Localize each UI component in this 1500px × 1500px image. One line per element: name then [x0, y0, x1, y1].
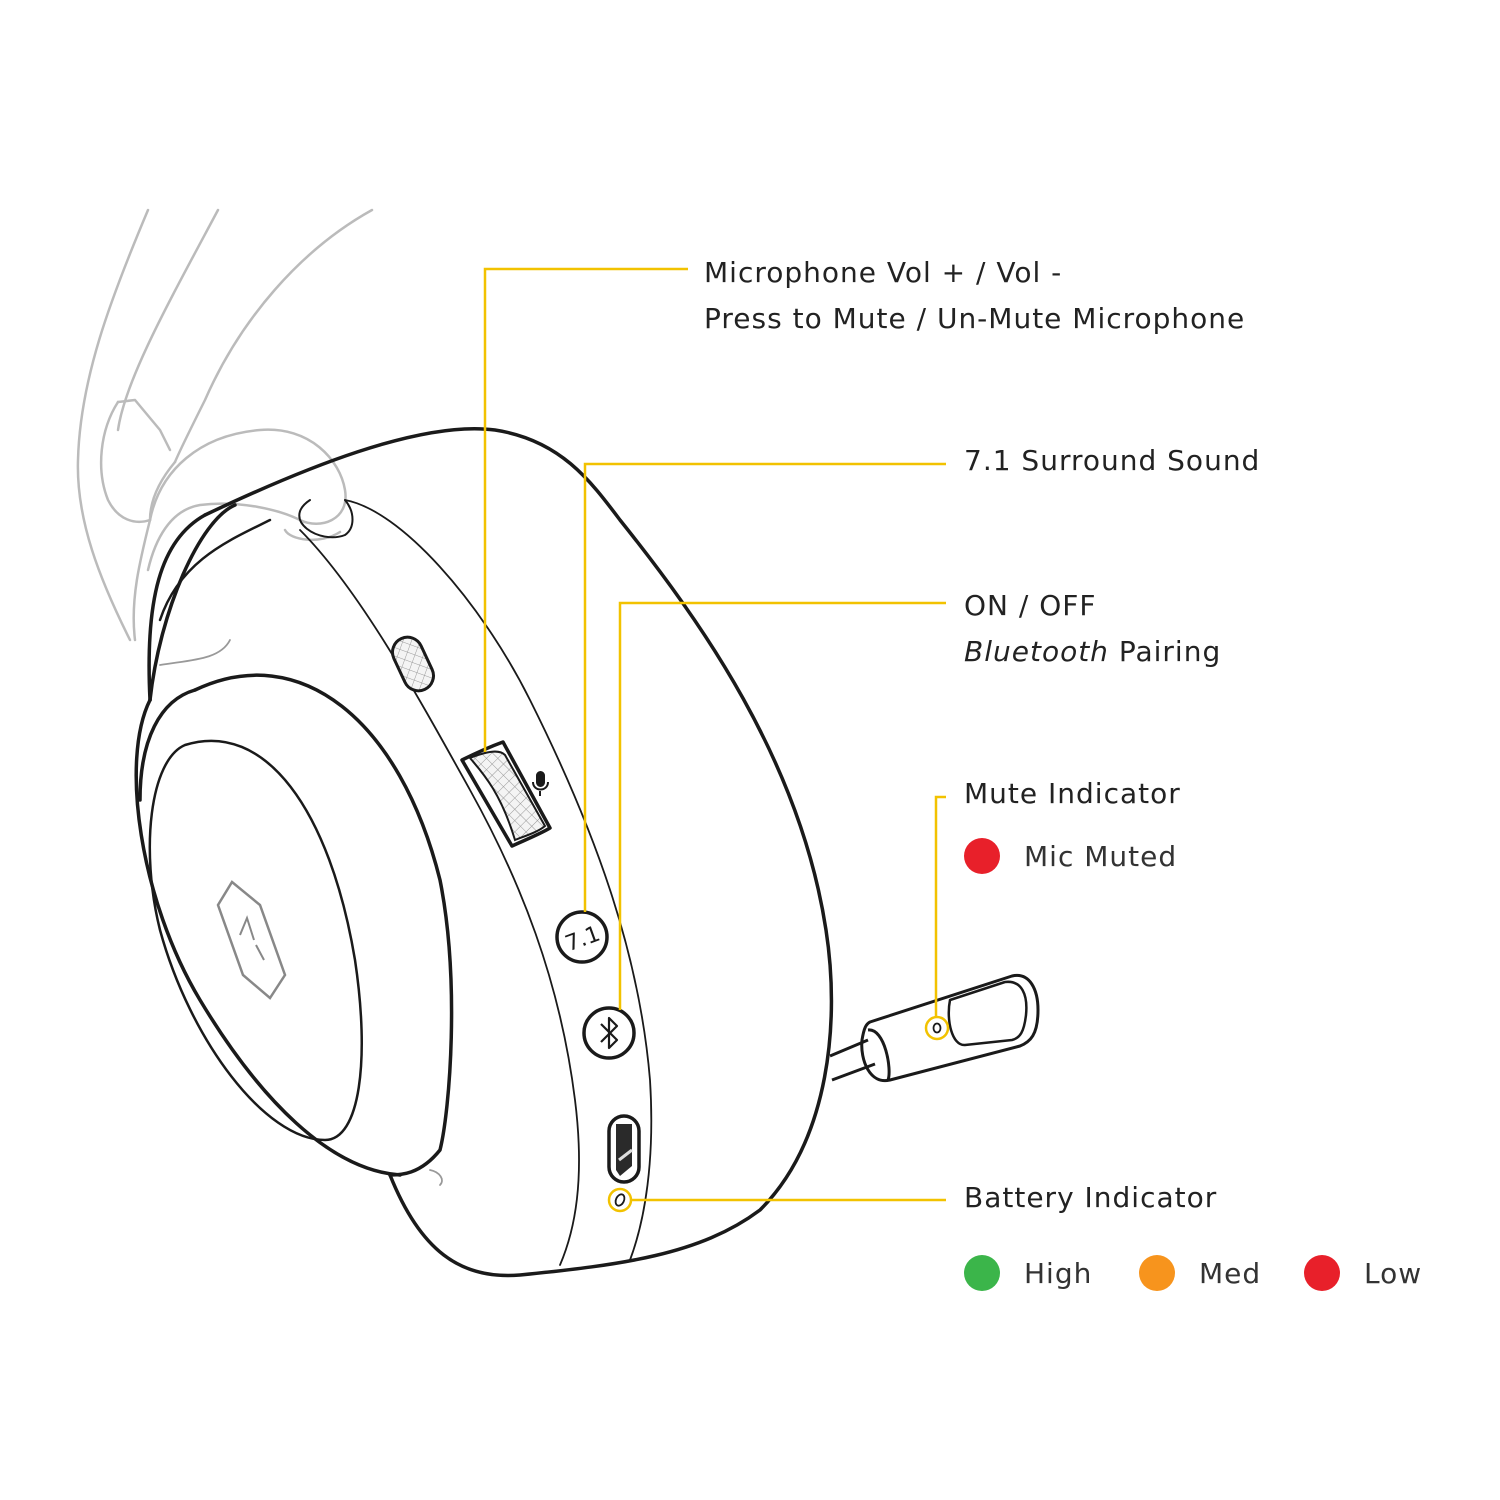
- boom-mic: [829, 973, 1040, 1083]
- leader-mic-volume: [483, 267, 688, 752]
- label-battery-indicator-title: Battery Indicator: [964, 1181, 1218, 1214]
- legend-mic-muted: Mic Muted: [964, 838, 1177, 874]
- bluetooth-icon: [600, 1016, 619, 1050]
- legend-battery-high-label: High: [1024, 1256, 1093, 1290]
- label-power-bluetooth: Bluetooth: [964, 635, 1109, 668]
- legend-mic-muted-label: Mic Muted: [1024, 839, 1178, 873]
- legend-battery-med: Med: [1139, 1255, 1261, 1291]
- label-mute-indicator-title: Mute Indicator: [964, 777, 1181, 810]
- leader-surround: [583, 462, 946, 912]
- usb-port: [607, 1114, 641, 1184]
- label-battery-indicator: Battery Indicator: [964, 1181, 1217, 1215]
- ear-cup: [134, 427, 834, 1278]
- legend-battery-med-label: Med: [1199, 1256, 1262, 1290]
- label-surround: 7.1 Surround Sound: [964, 444, 1260, 478]
- label-power-line1: ON / OFF: [964, 589, 1097, 622]
- status-dot-red-battery: [1304, 1255, 1340, 1291]
- label-power-pairing: Pairing: [1108, 635, 1222, 668]
- mesh-grille: [391, 635, 435, 693]
- brand-logo-icon: [216, 880, 287, 1000]
- leader-mute: [934, 795, 946, 1017]
- mic-volume-wheel[interactable]: [460, 740, 552, 848]
- status-dot-green: [964, 1255, 1000, 1291]
- label-mic-volume: Microphone Vol + / Vol - Press to Mute /…: [704, 250, 1245, 342]
- label-mic-volume-line1: Microphone Vol + / Vol -: [704, 256, 1063, 289]
- headband: [76, 208, 374, 642]
- legend-battery-high: High: [964, 1255, 1092, 1291]
- leader-power: [618, 601, 946, 1010]
- label-mic-volume-line2: Press to Mute / Un-Mute Microphone: [704, 302, 1246, 335]
- label-mute-indicator: Mute Indicator: [964, 777, 1181, 811]
- status-dot-red: [964, 838, 1000, 874]
- status-dot-orange: [1139, 1255, 1175, 1291]
- battery-led: [607, 1187, 633, 1213]
- leader-lines: [483, 267, 946, 1202]
- label-power: ON / OFF Bluetooth Pairing: [964, 583, 1221, 675]
- legend-battery-low: Low: [1304, 1255, 1422, 1291]
- label-power-line2: Bluetooth Pairing: [964, 629, 1221, 675]
- label-surround-line1: 7.1 Surround Sound: [964, 444, 1261, 477]
- legend-battery-low-label: Low: [1364, 1256, 1423, 1290]
- microphone-icon: [532, 771, 549, 796]
- surround-button[interactable]: [555, 910, 609, 964]
- mute-led: [924, 1015, 950, 1041]
- power-bluetooth-button[interactable]: [582, 1006, 636, 1060]
